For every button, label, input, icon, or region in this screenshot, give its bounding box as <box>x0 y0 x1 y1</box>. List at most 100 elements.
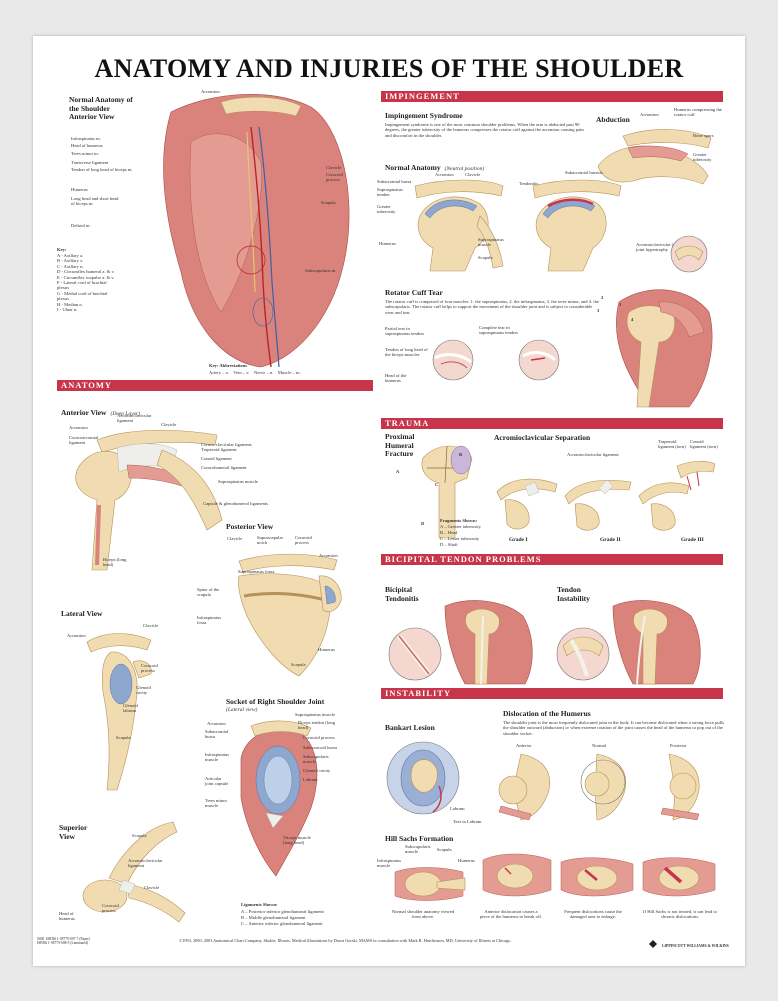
normal-anatomy-sub: (Neutral position) <box>444 166 485 172</box>
hill-label-2: Infraspinatus muscle <box>377 858 401 869</box>
na-right-label-3: Scapula <box>321 200 336 205</box>
dislocation-normal-illustration <box>580 753 627 821</box>
grade-2: Grade II <box>600 537 621 543</box>
posterior-view-illustration <box>238 553 342 677</box>
rc-label-2: Head of the humerus <box>385 373 407 384</box>
poster-title: ANATOMY AND INJURIES OF THE SHOULDER <box>94 54 684 83</box>
fragment-b: B – Head <box>440 530 458 535</box>
bicipital-tendonitis-illustration <box>388 600 533 685</box>
normal-anatomy-illustration <box>163 94 350 368</box>
rotator-cuff-illustration <box>616 289 713 408</box>
posterior-label-5: Spine of the scapula <box>197 587 220 598</box>
section-instability: INSTABILITY <box>381 688 723 699</box>
socket-left-2: Infraspinatus muscle <box>205 752 229 763</box>
superior-label-3: Coracoid process <box>102 903 119 914</box>
hill-sachs-stage-2 <box>482 853 552 897</box>
anterior-label-7: Supraspinatus muscle <box>218 479 258 484</box>
impingement-syndrome-title: Impingement Syndrome <box>385 111 463 120</box>
normal-label-0: Subacromial bursa <box>377 179 412 184</box>
na-label-4: Tendon of long head of biceps m. <box>71 167 133 172</box>
bicipital-tendonitis-title: Bicipital Tendonitis <box>385 585 419 603</box>
rc-label-1: Tendon of long head of the biceps muscle… <box>385 347 428 358</box>
lateral-label-0: Acromion <box>67 633 86 638</box>
abduction-label-2: Bone spurs <box>693 133 714 138</box>
lateral-label-4: Glenoid labrum <box>123 703 138 714</box>
position-posterior: Posterior <box>670 743 687 748</box>
na-right-label-4: Subscapularis m. <box>305 268 337 273</box>
fragment-c: C – Lesser tuberosity <box>440 536 480 541</box>
fragment-a: A – Greater tuberosity <box>440 524 481 529</box>
normal-anatomy-heading: Normal Anatomy of the Shoulder Anterior … <box>69 95 133 121</box>
posterior-label-3: Acromion <box>319 553 338 558</box>
ac-separation-title: Acromioclavicular Separation <box>494 433 591 442</box>
grade-3: Grade III <box>681 537 704 543</box>
rc-number-1: 1 <box>619 302 622 307</box>
posterior-label-8: Scapula <box>291 662 306 667</box>
socket-left-1: Subacromial bursa <box>205 729 229 740</box>
na-label-1: Head of humerus <box>71 143 103 148</box>
hill-sachs-title: Hill Sachs Formation <box>385 834 454 843</box>
bursitis-label-1: Tendonitis <box>519 181 539 186</box>
anterior-label-1: Acromion <box>69 425 88 430</box>
partial-tear-lens <box>432 339 474 381</box>
dislocation-anterior-illustration <box>498 753 551 821</box>
hill-caption-3: Frequent dislocations cause the damaged … <box>564 909 622 920</box>
anterior-view-illustration <box>75 429 223 571</box>
section-trauma: TRAUMA <box>381 418 723 429</box>
fragment-d: D – Shaft <box>440 542 458 547</box>
section-bicipital: BICIPITAL TENDON PROBLEMS <box>381 554 723 565</box>
socket-illustration <box>240 720 318 877</box>
hill-caption-4: If Hill Sachs is not treated, it can lea… <box>643 909 717 920</box>
bankart-title: Bankart Lesion <box>385 723 435 732</box>
posterior-label-4: Supraspinatus fossa <box>238 569 275 574</box>
normal-label-5: Humerus <box>379 241 396 246</box>
normal-anatomy-title: Normal Anatomy <box>385 163 441 172</box>
socket-sub: (Lateral view) <box>226 707 258 713</box>
socket-right-1: Biceps tendon (long head) <box>298 720 335 731</box>
ac-grade-3-illustration <box>638 460 716 531</box>
ac-hypertrophy-label: Acromioclavicular (AC) joint hypertrophy <box>636 242 682 253</box>
impingement-bursitis-illustration <box>532 179 622 272</box>
fragment-letter-c: C <box>435 482 439 487</box>
ac-grade-2-illustration <box>564 479 632 531</box>
posterior-label-1: Suprascapular notch <box>257 535 284 546</box>
socket-left-0: Acromion <box>207 721 226 726</box>
position-anterior: Anterior <box>516 743 532 748</box>
dislocation-title: Dislocation of the Humerus <box>503 709 591 718</box>
normal-label-3: Supraspinatus tendon <box>377 187 403 198</box>
anterior-label-5: Conoid ligament <box>201 456 232 461</box>
anterior-view-sub: (Deep Layer) <box>110 411 140 417</box>
abduction-label-1: Humerus compressing the rotator cuff <box>674 107 722 118</box>
lateral-label-1: Clavicle <box>143 623 159 628</box>
abbrev-text: Artery – a. Vein – v. Nerve – n. Muscle … <box>209 370 301 375</box>
na-right-label-2: Coracoid process <box>326 172 343 183</box>
hill-sachs-stage-1 <box>394 867 466 901</box>
socket-left-3: Articular joint capsule <box>205 776 229 787</box>
bursitis-label-0: Subacromial bursitis <box>565 170 603 175</box>
superior-label-0: Scapula <box>132 833 147 838</box>
socket-right-2: Coracoid process <box>303 735 335 740</box>
hill-label-1: Scapula <box>437 847 452 852</box>
anatomy-poster: ANATOMY AND INJURIES OF THE SHOULDER Nor… <box>33 36 745 966</box>
na-key-item: A - Axillary a. <box>57 253 84 258</box>
fragment-letter-a: A <box>396 469 400 474</box>
anterior-view-heading: Anterior View (Deep Layer) <box>61 402 140 420</box>
na-key-item: B - Axillary v. <box>57 258 84 264</box>
superior-view-title: Superior View <box>59 823 88 841</box>
normal-label-2: Clavicle <box>465 172 481 177</box>
publisher-logo: LIPPINCOTT WILLIAMS & WILKINS <box>649 935 729 953</box>
section-impingement: IMPINGEMENT <box>381 91 723 102</box>
dislocation-text: The shoulder joint is the most frequentl… <box>503 720 725 736</box>
complete-tear-lens <box>518 339 560 381</box>
ligaments-title: Ligaments Shown: <box>241 902 278 907</box>
tendon-instability-title: Tendon Instability <box>557 585 590 603</box>
na-label-2: Teres minor m. <box>71 151 99 156</box>
lateral-view-title: Lateral View <box>61 609 103 618</box>
footer-copyright: ©1993, 2000, 2003 Anatomical Chart Compa… <box>179 938 512 943</box>
na-key-item: G - Medial cord of brachial plexus <box>57 290 108 302</box>
abduction-label-0: Acromion <box>640 112 659 117</box>
publisher-name: LIPPINCOTT WILLIAMS & WILKINS <box>662 944 729 948</box>
ac-label-0: Acromioclavicular ligament <box>567 452 619 457</box>
bankart-label-1: Tear in Labrum <box>453 819 482 824</box>
na-label-6: Long head and short head of biceps m. <box>71 196 119 207</box>
